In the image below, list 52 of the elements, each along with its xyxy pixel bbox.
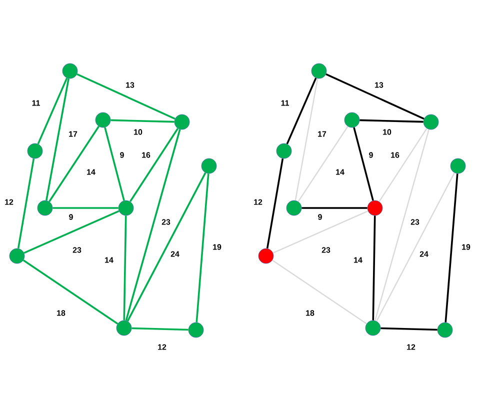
graph-edge: [104, 127, 125, 201]
graph-edge: [374, 129, 430, 321]
graph-edge: [125, 129, 181, 321]
graph-edge: [272, 210, 368, 254]
graph-edge: [353, 127, 374, 201]
graph-edge: [76, 73, 176, 120]
graph-vertex: [450, 158, 466, 174]
graph-edge: [380, 327, 438, 331]
graph-vertex: [174, 114, 190, 130]
graph-vertex: [37, 200, 53, 216]
graph-edge: [298, 126, 348, 202]
graph-vertex: [62, 63, 78, 79]
graph-edge: [294, 78, 318, 201]
graph-edge: [22, 260, 118, 324]
graph-edge: [360, 119, 424, 123]
graph-vertex: [201, 158, 217, 174]
graph-edge: [123, 216, 127, 320]
graph-edge: [37, 78, 68, 144]
graph-vertex: [286, 200, 302, 216]
graph-vertex: [367, 200, 383, 216]
graph-edge: [196, 174, 210, 322]
graph-vertex: [258, 248, 274, 264]
graph-edge: [372, 216, 376, 320]
graph-vertex: [437, 322, 453, 338]
graph-edge: [48, 126, 100, 202]
graph-edge: [24, 210, 120, 254]
graph-vertex: [9, 248, 25, 264]
graph-vertex: [188, 322, 204, 338]
graph-edge: [17, 158, 35, 249]
graph-edge: [52, 207, 118, 209]
graph-vertex: [423, 114, 439, 130]
graph-edge: [444, 174, 458, 322]
graph-edge: [272, 260, 367, 324]
graph-vertex: [27, 143, 43, 159]
graph-vertex: [365, 320, 381, 336]
graph-vertex: [116, 320, 132, 336]
graph-edge: [132, 327, 188, 331]
graph-vertex: [118, 200, 134, 216]
graph-edge: [302, 207, 368, 209]
graph-edge: [129, 128, 179, 202]
graph-edge: [378, 128, 428, 202]
graph-edge: [46, 78, 70, 201]
graph-edge: [110, 119, 174, 123]
graph-vertex: [311, 63, 327, 79]
graph-edge: [266, 158, 284, 249]
graph-edge: [376, 172, 455, 322]
graph-edge: [126, 172, 206, 322]
graph-edge: [286, 78, 317, 144]
graph-vertex: [276, 143, 292, 159]
graph-vertex: [344, 112, 360, 128]
graph-edge: [326, 73, 424, 120]
graph-vertex: [95, 112, 111, 128]
